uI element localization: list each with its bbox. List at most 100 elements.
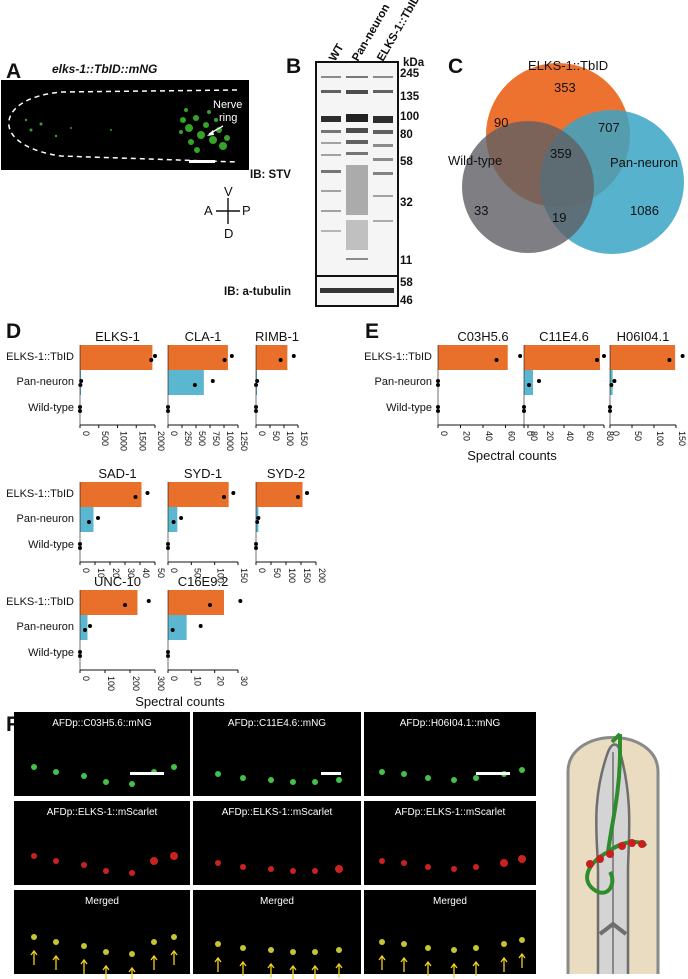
micrograph-h06i04-mscarlet: AFDp::ELKS-1::mScarlet: [364, 801, 536, 885]
punctum: [170, 852, 178, 860]
venn-wt-only: 33: [474, 203, 488, 218]
point-4-0-1: [231, 491, 236, 495]
punctum: [312, 868, 318, 874]
e-xlabel: Spectral counts: [467, 448, 557, 463]
tick-label-4-3: 150: [239, 568, 249, 583]
tick-label-10-1: 50: [633, 431, 643, 441]
venn-wt-elks: 90: [494, 115, 508, 130]
micrograph-label-0-1: AFDp::ELKS-1::mScarlet: [47, 807, 158, 818]
punctum: [519, 767, 525, 773]
venn-all: 359: [550, 146, 572, 161]
punctum: [240, 864, 246, 870]
tick-label-8-1: 20: [462, 431, 472, 441]
row-label-0-0: ELKS-1::TbID: [6, 351, 74, 363]
punctum: [336, 947, 342, 953]
chart-title-4: SYD-1: [184, 466, 222, 481]
punctum: [171, 764, 177, 770]
bar-3-0: [80, 482, 142, 507]
yellow-arrow-icon: [378, 954, 386, 970]
tick-label-4-2: 100: [216, 568, 226, 583]
chart-title-1: CLA-1: [185, 329, 222, 344]
point-10-1-1: [612, 379, 617, 383]
micrograph-h06i04-merged: Merged: [364, 890, 536, 978]
tick-label-6-1: 100: [106, 676, 116, 691]
tick-label-7-2: 20: [216, 676, 226, 686]
punctum: [103, 868, 109, 874]
chart-title-5: SYD-2: [267, 466, 305, 481]
punctum: [31, 934, 37, 940]
yellow-arrow-icon: [311, 964, 319, 979]
tick-label-2-0: 0: [257, 431, 267, 436]
tick-label-9-1: 20: [545, 431, 555, 441]
tick-label-8-0: 0: [439, 431, 449, 436]
point-5-1-1: [256, 516, 261, 520]
punctum: [401, 941, 407, 947]
row-label-3-1: Pan-neuron: [17, 513, 75, 525]
worm-micrograph: Nerve ring: [1, 80, 249, 170]
panel-label-c: C: [448, 55, 464, 78]
row-label-3-0: ELKS-1::TbID: [6, 488, 74, 500]
micrograph-label-1-1: AFDp::ELKS-1::mScarlet: [222, 807, 333, 818]
row-label-6-2: Wild-type: [28, 647, 74, 659]
bar-0-0: [80, 345, 153, 370]
scale-bar: [321, 772, 341, 775]
point-4-1-1: [179, 516, 184, 520]
tick-label-1-2: 500: [197, 431, 207, 446]
chart-title-7: C16E9.2: [178, 574, 229, 589]
punctum: [171, 934, 177, 940]
tick-label-1-4: 1000: [225, 431, 235, 451]
tick-label-4-1: 50: [192, 568, 202, 578]
yellow-arrow-icon: [518, 952, 526, 968]
row-label-6-1: Pan-neuron: [17, 621, 75, 633]
punctum: [473, 864, 479, 870]
tick-label-3-3: 30: [126, 568, 136, 578]
venn-label-pan: Pan-neuron: [610, 155, 678, 170]
chart-title-2: RIMB-1: [255, 329, 299, 344]
yellow-arrow-icon: [239, 960, 247, 976]
tick-label-5-4: 200: [317, 568, 327, 583]
axis-d: D: [224, 226, 233, 241]
point-8-0-1: [518, 354, 523, 358]
point-0-0-0: [149, 358, 154, 362]
punctum: [81, 943, 87, 949]
point-6-1-0: [83, 628, 87, 632]
chart-title-3: SAD-1: [98, 466, 136, 481]
bar-7-1: [168, 615, 187, 640]
punctum: [379, 939, 385, 945]
chart-title-8: C03H5.6: [457, 329, 508, 344]
point-1-1-1: [210, 379, 215, 383]
punctum: [81, 862, 87, 868]
punctum: [312, 949, 318, 955]
punctum: [129, 870, 135, 876]
marker-32: 32: [400, 197, 413, 209]
scale-bar: [130, 772, 164, 775]
tick-label-3-1: 10: [96, 568, 106, 578]
tick-label-2-2: 100: [285, 431, 295, 446]
worm-micrograph-svg: Nerve ring: [8, 89, 242, 163]
micrograph-label-2-2: Merged: [433, 896, 467, 907]
punctum: [501, 941, 507, 947]
point-6-0-1: [146, 599, 151, 603]
punctum: [401, 771, 407, 777]
yellow-arrow-icon: [52, 954, 60, 970]
panel-label-e: E: [365, 320, 380, 343]
punctum: [401, 860, 407, 866]
bar-5-0: [256, 482, 303, 507]
western-blot: WT Pan-neuron ELKS-1::TbID kDa 245 135 1…: [224, 0, 425, 307]
point-1-0-0: [222, 358, 227, 362]
point-6-0-0: [123, 603, 127, 607]
tick-label-9-4: 80: [605, 431, 615, 441]
point-4-1-0: [171, 520, 176, 524]
yellow-arrow-icon: [80, 958, 88, 974]
punctum: [268, 947, 274, 953]
bar-1-0: [168, 345, 228, 370]
stv-blot: [315, 61, 399, 291]
point-9-0-1: [602, 354, 606, 358]
punctum: [240, 775, 246, 781]
tick-label-5-1: 50: [272, 568, 282, 578]
micrograph-c03h5-mscarlet: AFDp::ELKS-1::mScarlet: [14, 801, 190, 885]
point-9-1-1: [537, 379, 541, 383]
micrograph-label-2-0: AFDp::H06I04.1::mNG: [400, 718, 501, 729]
point-8-0-0: [494, 358, 499, 362]
